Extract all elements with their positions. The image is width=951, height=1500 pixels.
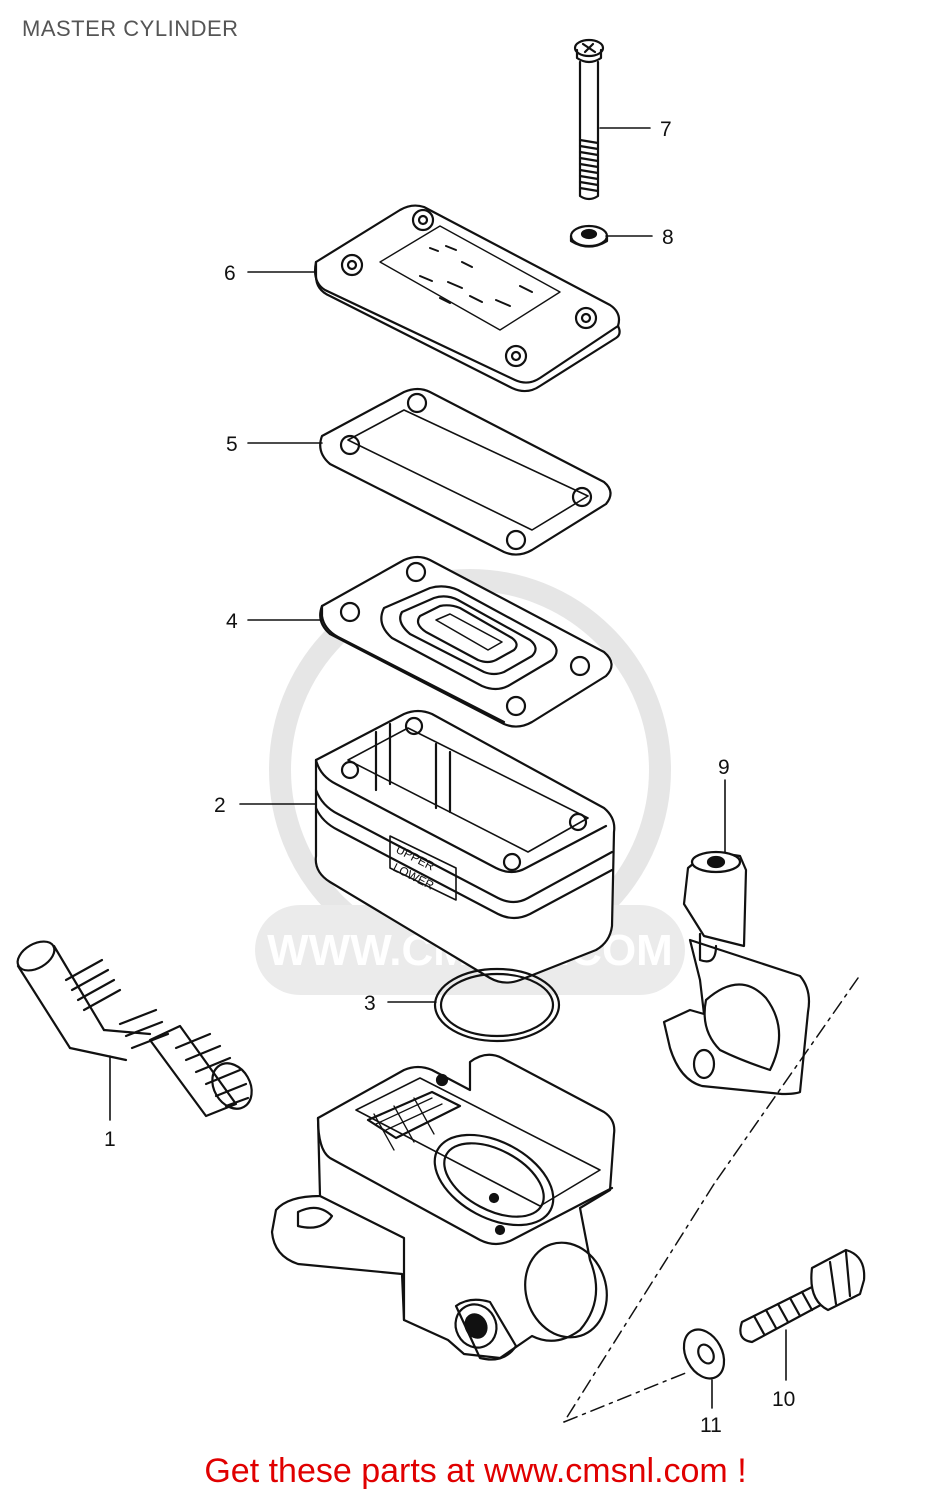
callout-5: 5: [226, 433, 238, 456]
callout-7: 7: [660, 118, 672, 141]
footer-link[interactable]: Get these parts at www.cmsnl.com !: [204, 1452, 747, 1490]
part-8-washer: [569, 224, 609, 248]
part-7-screw: [573, 38, 605, 201]
part-3-o-ring: [433, 967, 561, 1043]
callout-1: 1: [104, 1128, 116, 1151]
callout-8: 8: [662, 226, 674, 249]
part-2-reservoir: [314, 709, 616, 984]
callout-2: 2: [214, 794, 226, 817]
callout-numbers: 7 8 6 5 4 2 3 1 9 10 11: [104, 118, 795, 1437]
master-cylinder-body: [270, 1053, 616, 1361]
part-4-diaphragm: [319, 555, 613, 728]
callout-11: 11: [700, 1414, 722, 1437]
part-1-piston-kit: [16, 940, 253, 1118]
part-11-washer: [682, 1328, 726, 1380]
part-10-bolt: [739, 1248, 866, 1344]
callout-4: 4: [226, 610, 238, 633]
page-title: MASTER CYLINDER: [22, 16, 239, 41]
callout-10: 10: [772, 1388, 795, 1411]
part-9-holder: [662, 850, 811, 1096]
callout-9: 9: [718, 756, 730, 779]
part-5-diaphragm-plate: [319, 387, 612, 556]
assembly-guide-lines: [563, 977, 859, 1423]
callout-leaders: [109, 127, 787, 1409]
callout-3: 3: [364, 992, 376, 1015]
callout-6: 6: [224, 262, 236, 285]
part-6-reservoir-cap: [313, 204, 621, 393]
